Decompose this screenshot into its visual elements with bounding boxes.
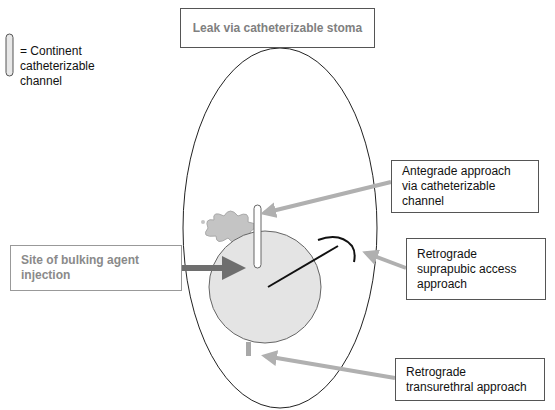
leader-arrow <box>264 182 391 213</box>
callout-box: Retrograde suprapubic access approach <box>406 238 546 300</box>
box-label: Antegrade approach via catheterizable ch… <box>402 164 528 209</box>
text-group: Retrograde transurethral approach <box>406 365 534 395</box>
channel-legend-icon <box>6 34 13 76</box>
leader-arrow <box>182 265 240 271</box>
leader-arrow <box>366 253 406 268</box>
callout-box: Site of bulking agent injection <box>10 245 182 291</box>
catheter-hook <box>318 237 355 262</box>
text-group: Retrograde suprapubic access approach <box>417 247 535 292</box>
suprapubic-catheter <box>268 246 338 287</box>
bladder <box>209 231 321 343</box>
legend-text: = Continent catheterizable channel <box>20 44 132 89</box>
box-label: Site of bulking agent injection <box>21 253 171 283</box>
urethra <box>246 342 251 356</box>
leader-arrow <box>265 356 395 378</box>
text-group: Site of bulking agent injection <box>21 253 171 283</box>
box-label: Retrograde suprapubic access approach <box>417 247 535 292</box>
body-outline <box>183 48 377 408</box>
callout-box: Antegrade approach via catheterizable ch… <box>391 160 539 213</box>
catheterizable-channel <box>254 205 261 268</box>
text-group: Leak via catheterizable stoma <box>191 21 364 36</box>
callout-box: Retrograde transurethral approach <box>395 358 545 401</box>
leak-drop <box>201 220 205 224</box>
text-group: Antegrade approach via catheterizable ch… <box>402 164 528 209</box>
box-label: Leak via catheterizable stoma <box>191 21 364 36</box>
box-label: Retrograde transurethral approach <box>406 365 534 395</box>
title-box: Leak via catheterizable stoma <box>180 8 375 48</box>
